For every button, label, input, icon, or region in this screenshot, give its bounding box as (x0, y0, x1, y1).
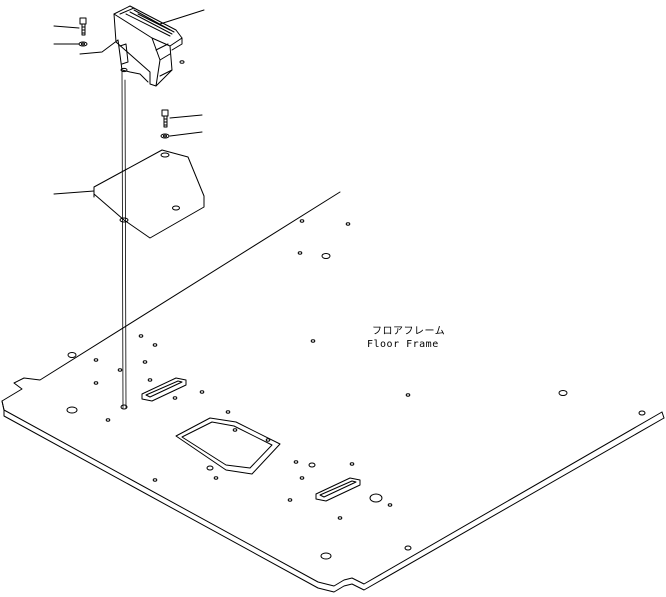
floor-frame-label-jp: フロアフレーム (372, 326, 446, 337)
washer-top (79, 42, 87, 46)
box-housing (114, 6, 184, 86)
floor-frame-label-en: Floor Frame (367, 339, 439, 350)
washer-middle (161, 134, 169, 138)
floor-frame-plate (2, 192, 664, 592)
cover-plate (94, 150, 204, 238)
bolt-top (80, 18, 86, 35)
floor-holes (67, 220, 645, 559)
bolt-middle (162, 110, 168, 127)
alignment-line (122, 72, 123, 408)
leader-lines (54, 10, 204, 194)
